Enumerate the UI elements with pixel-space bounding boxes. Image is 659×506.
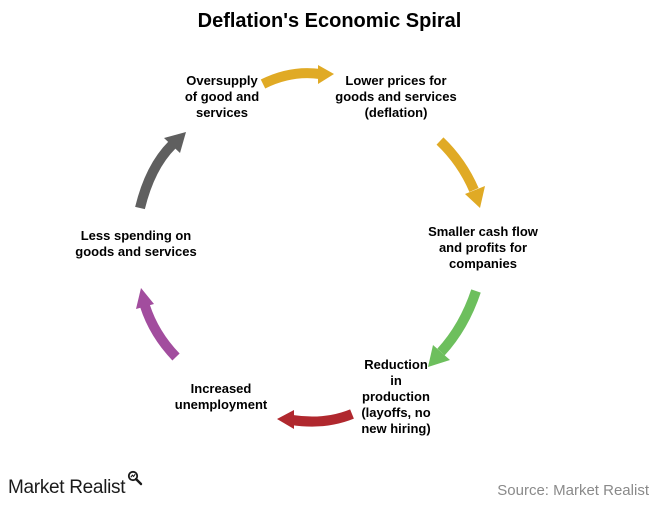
arrow-cash-flow-to-reduction [428,289,481,367]
node-oversupply: Oversupply of good and services [184,73,260,120]
magnifier-icon [127,470,143,492]
arrow-less-spending-to-oversupply [135,132,186,210]
node-increased-unemployment: Increased unemployment [174,381,268,412]
node-smaller-cash-flow: Smaller cash flow and profits for compan… [428,224,538,271]
arrow-unemployment-to-less-spending [136,288,180,361]
brand-name: Market Realist [8,477,126,498]
arrow-lower-prices-to-cash-flow [436,137,485,208]
node-less-spending: Less spending on goods and services [75,228,197,259]
brand-logo: Market Realist [8,470,143,499]
arrow-reduction-to-unemployment [277,409,354,429]
node-reduction-in-production: Reduction in production (layoffs, no new… [361,357,431,436]
arrow-oversupply-to-lower-prices [260,65,334,89]
node-lower-prices: Lower prices for goods and services (def… [335,73,457,120]
diagram-title: Deflation's Economic Spiral [197,10,462,32]
source-note: Source: Market Realist [497,482,649,499]
